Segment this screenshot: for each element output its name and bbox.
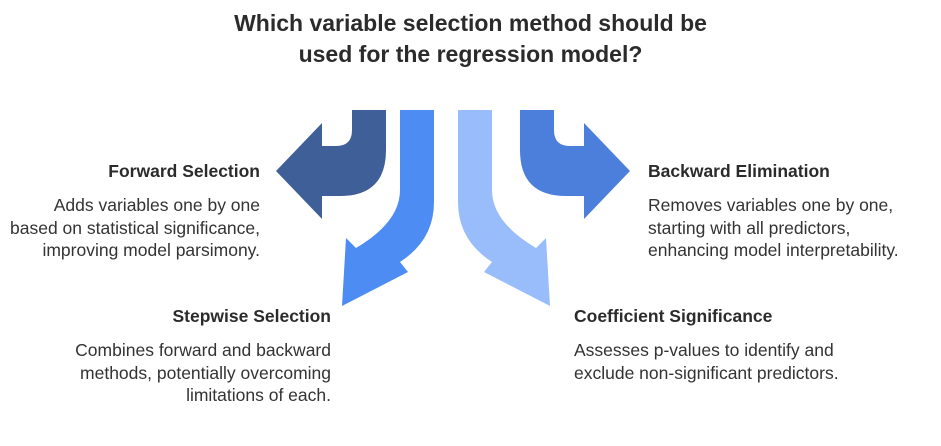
coefficient-arrow <box>458 110 550 306</box>
coefficient-significance-description: Assesses p-values to identify and exclud… <box>574 340 839 383</box>
stepwise-selection-description: Combines forward and backward methods, p… <box>75 340 331 405</box>
stepwise-arrow <box>342 110 434 306</box>
diagram-title: Which variable selection method should b… <box>234 10 707 67</box>
backward-elimination-description: Removes variables one by one, starting w… <box>648 195 899 260</box>
forward-arrow <box>276 110 386 219</box>
coefficient-significance-heading: Coefficient Significance <box>574 306 773 326</box>
forward-selection-heading: Forward Selection <box>108 161 260 181</box>
forward-selection-block: Forward Selection Adds variables one by … <box>8 160 260 262</box>
forward-selection-description: Adds variables one by one based on stati… <box>10 195 260 260</box>
backward-elimination-block: Backward Elimination Removes variables o… <box>648 160 910 262</box>
stepwise-selection-heading: Stepwise Selection <box>172 306 331 326</box>
coefficient-significance-block: Coefficient Significance Assesses p-valu… <box>574 305 874 384</box>
stepwise-selection-block: Stepwise Selection Combines forward and … <box>60 305 331 407</box>
backward-elimination-heading: Backward Elimination <box>648 161 830 181</box>
backward-arrow <box>520 110 630 219</box>
